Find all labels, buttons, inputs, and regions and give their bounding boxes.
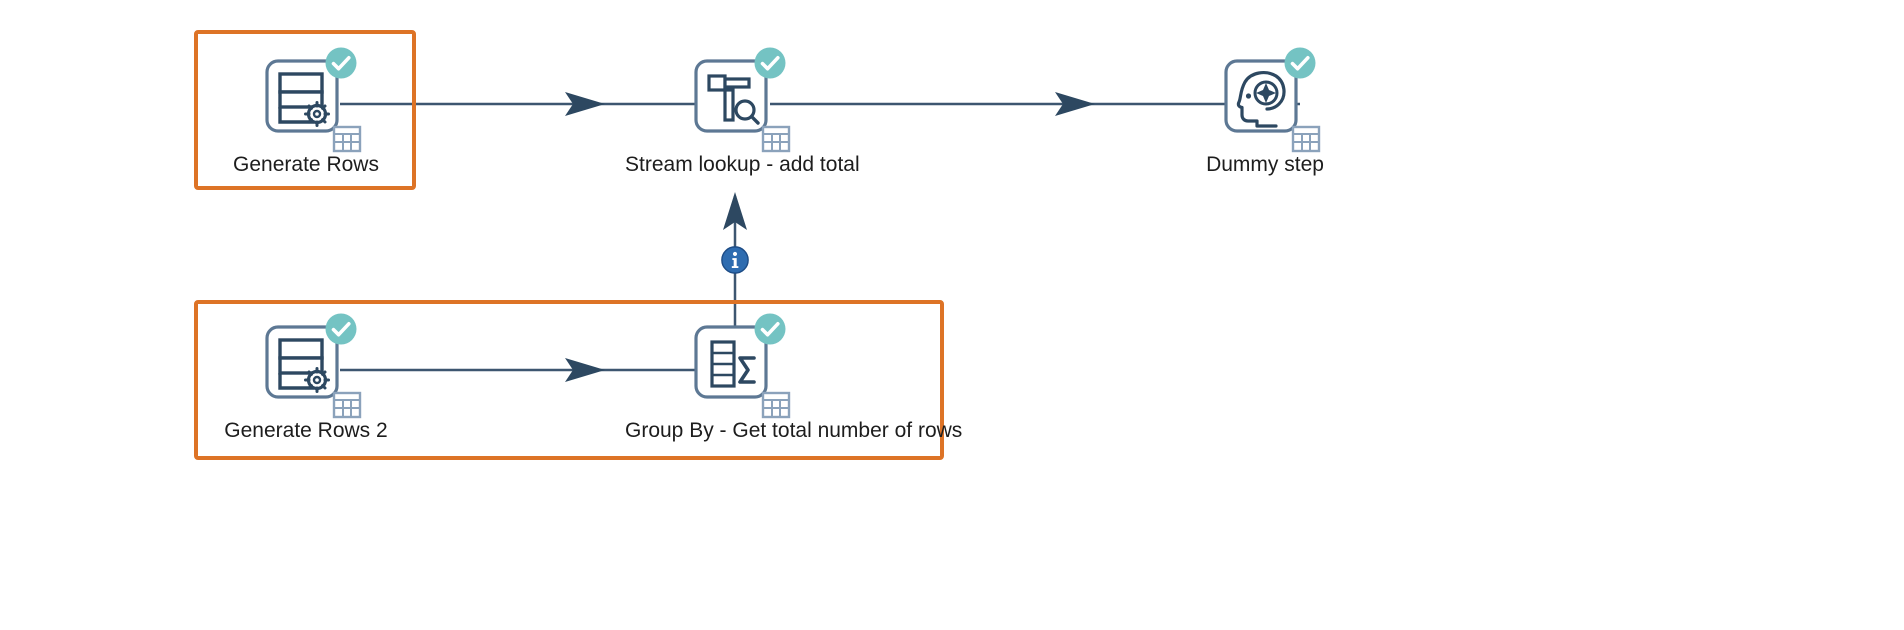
step-icon-wrap[interactable] bbox=[687, 313, 791, 419]
check-circle-icon bbox=[325, 313, 357, 345]
generate-rows-icon bbox=[265, 325, 339, 399]
step-icon-wrap[interactable] bbox=[258, 313, 362, 419]
preview-grid-icon bbox=[1291, 125, 1321, 153]
stream-lookup-icon bbox=[694, 59, 768, 133]
step-group-by-get-total-number-of-rows[interactable]: Group By - Get total number of rows bbox=[625, 313, 963, 444]
check-circle-icon bbox=[754, 313, 786, 345]
generate-rows-icon bbox=[265, 59, 339, 133]
step-label: Generate Rows 2 bbox=[224, 419, 388, 442]
step-generate-rows[interactable]: Generate Rows bbox=[196, 47, 416, 178]
selection-bottom-group[interactable] bbox=[194, 300, 944, 460]
check-circle-icon bbox=[325, 47, 357, 79]
check-circle-icon bbox=[754, 47, 786, 79]
step-label: Group By - Get total number of rows bbox=[625, 419, 963, 442]
hop-info-badge[interactable] bbox=[720, 245, 750, 275]
gear-glyph bbox=[304, 367, 330, 393]
step-stream-lookup-add-total[interactable]: Stream lookup - add total bbox=[625, 47, 860, 178]
step-dummy-step[interactable]: Dummy step bbox=[1155, 47, 1375, 178]
dummy-step-icon bbox=[1224, 59, 1298, 133]
preview-grid-icon bbox=[332, 125, 362, 153]
check-circle-icon bbox=[1284, 47, 1316, 79]
step-icon-wrap[interactable] bbox=[1217, 47, 1321, 153]
gear-glyph bbox=[304, 101, 330, 127]
step-icon-wrap[interactable] bbox=[258, 47, 362, 153]
step-label: Dummy step bbox=[1206, 153, 1324, 176]
selection-generate-rows[interactable] bbox=[194, 30, 416, 190]
preview-grid-icon bbox=[332, 391, 362, 419]
step-label: Stream lookup - add total bbox=[625, 153, 860, 176]
step-icon-wrap[interactable] bbox=[687, 47, 791, 153]
group-by-icon bbox=[694, 325, 768, 399]
preview-grid-icon bbox=[761, 125, 791, 153]
step-generate-rows-2[interactable]: Generate Rows 2 bbox=[196, 313, 416, 444]
step-label: Generate Rows bbox=[233, 153, 379, 176]
preview-grid-icon bbox=[761, 391, 791, 419]
